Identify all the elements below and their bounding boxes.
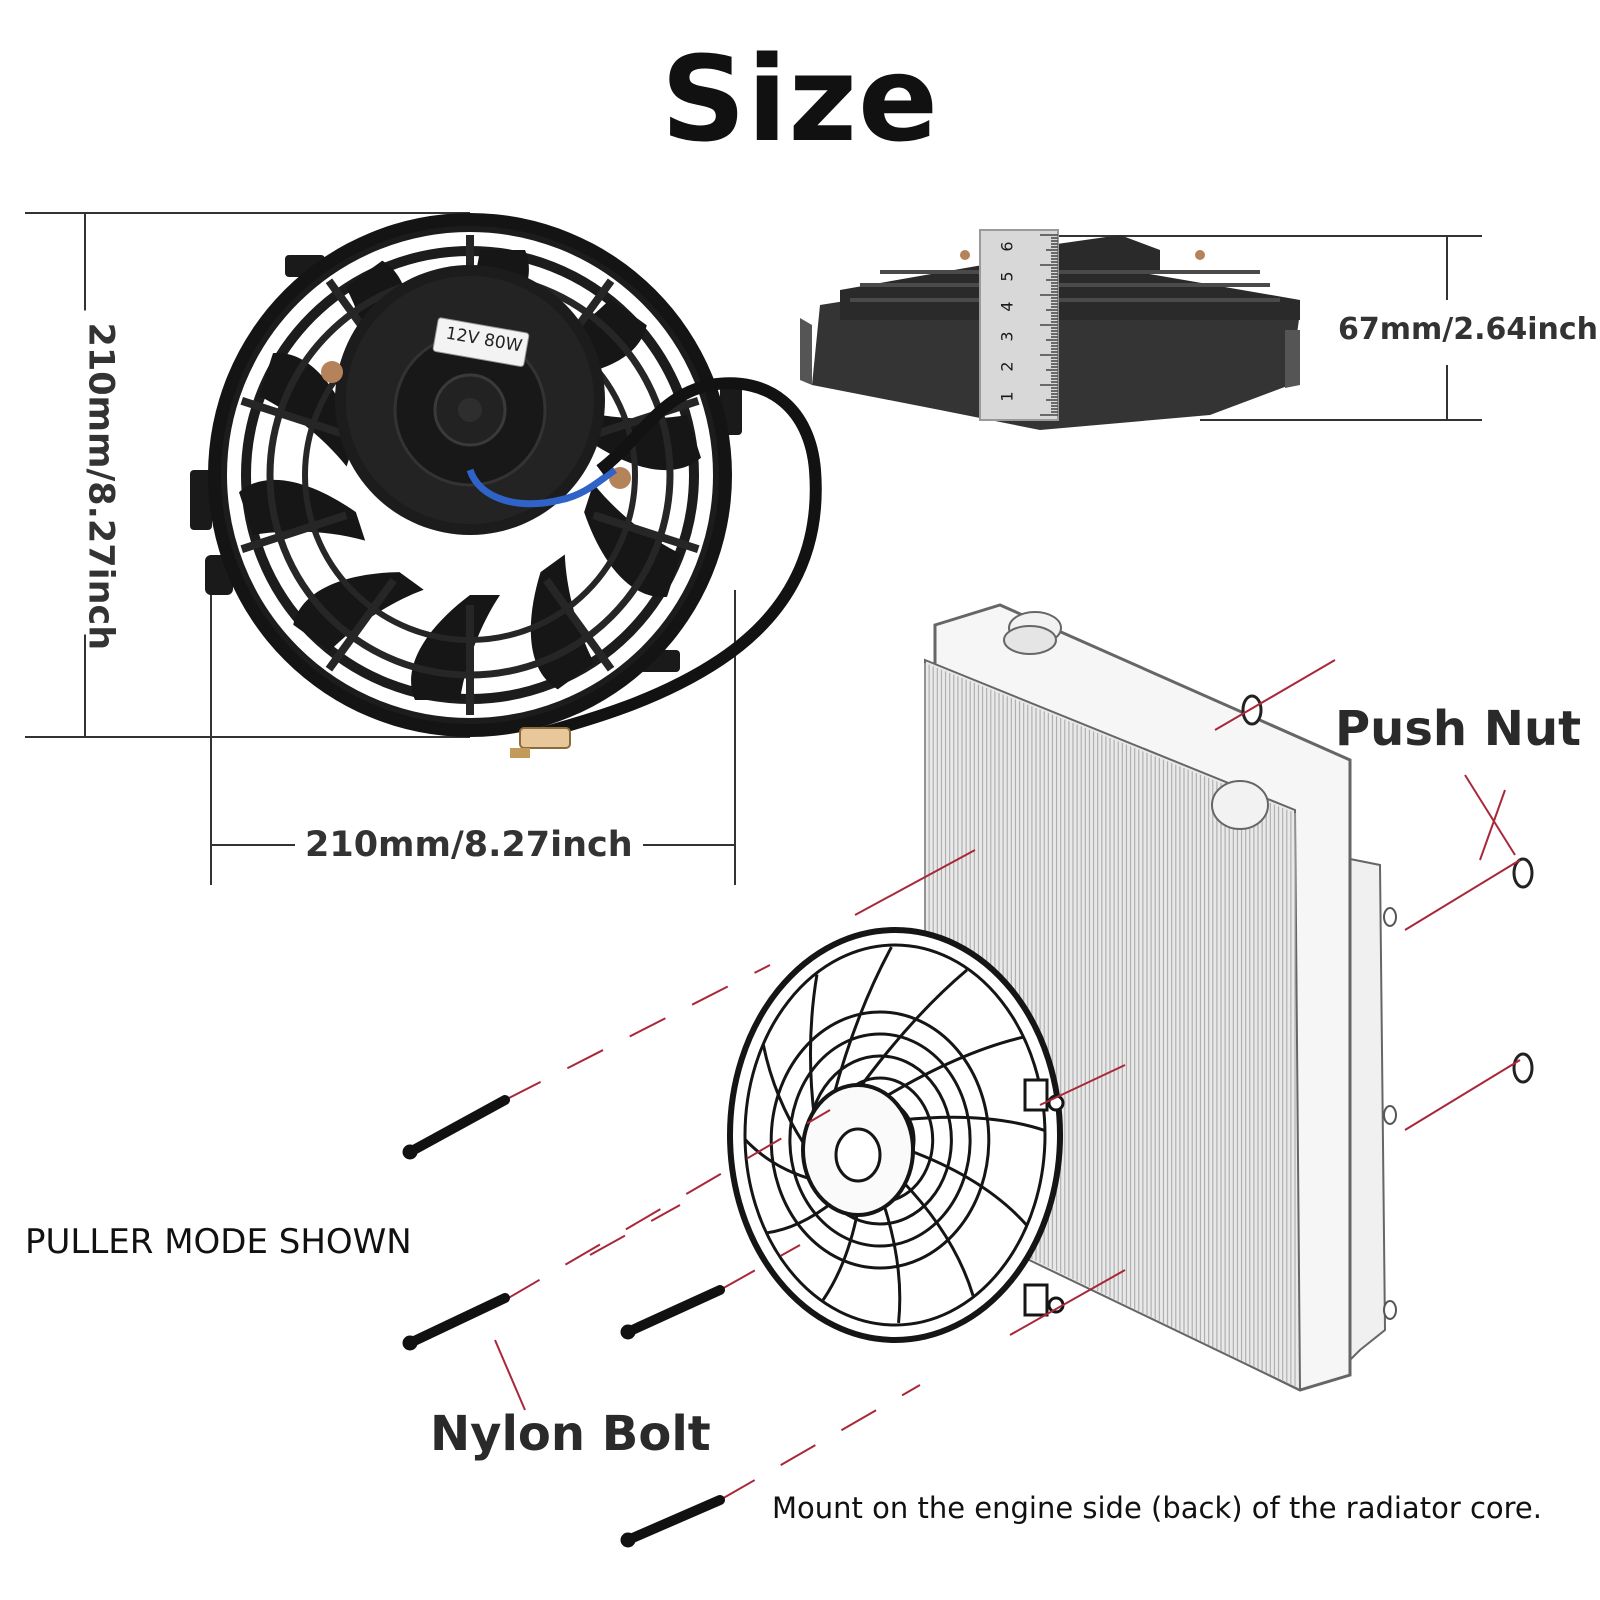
puller-fan-spoke — [766, 1200, 834, 1235]
fan-grille-spoke — [240, 397, 348, 439]
fan-blade — [293, 572, 424, 652]
puller-fan-spoke — [881, 1201, 902, 1324]
fan-grille-spoke — [240, 511, 348, 553]
fan-front-view — [190, 213, 822, 758]
ruler-number: 3 — [997, 331, 1017, 342]
ruler-number: 6 — [997, 241, 1017, 252]
fan-grille-spoke — [592, 511, 700, 553]
ruler-number: 5 — [997, 271, 1017, 282]
ruler-number: 4 — [997, 301, 1017, 312]
puller-fan-spoke — [856, 968, 968, 1091]
puller-fan-spoke — [907, 1148, 1028, 1227]
guide-lines — [494, 659, 1521, 1501]
puller-mode-note: PULLER MODE SHOWN — [25, 1222, 412, 1262]
fan-grille-spoke — [325, 577, 397, 672]
page-title: Size — [660, 30, 940, 168]
depth-dimension-label: 67mm/2.64inch — [1338, 312, 1599, 347]
puller-fan-spoke — [882, 1035, 1024, 1100]
ruler-numbers: 1 2 3 4 5 6 — [998, 232, 1022, 417]
height-dimension-label: 210mm/8.27inch — [81, 310, 121, 650]
puller-fan-spoke — [821, 1209, 860, 1301]
fan-blade — [259, 353, 356, 467]
fan-grille-spoke — [543, 577, 615, 672]
ruler-number: 1 — [997, 391, 1017, 402]
puller-fan-spoke — [761, 1044, 810, 1151]
fan-blade — [584, 483, 681, 597]
mount-note: Mount on the engine side (back) of the r… — [772, 1491, 1542, 1525]
ruler-number: 2 — [997, 361, 1017, 372]
push-nut-label: Push Nut — [1335, 701, 1582, 757]
puller-fan-spoke — [901, 1115, 1046, 1132]
fan-side-view — [800, 229, 1300, 430]
puller-fan — [727, 927, 1065, 1343]
nylon-bolts — [402, 1095, 725, 1548]
nylon-bolt-label: Nylon Bolt — [430, 1406, 711, 1462]
puller-fan-ring — [788, 1032, 972, 1248]
fan-blade — [530, 554, 595, 690]
puller-fan-ring — [769, 1010, 991, 1270]
puller-fan-spoke — [831, 946, 893, 1099]
puller-fan-spoke — [900, 1178, 975, 1296]
puller-fan-spoke — [808, 974, 819, 1121]
width-dimension-label: 210mm/8.27inch — [295, 828, 643, 863]
